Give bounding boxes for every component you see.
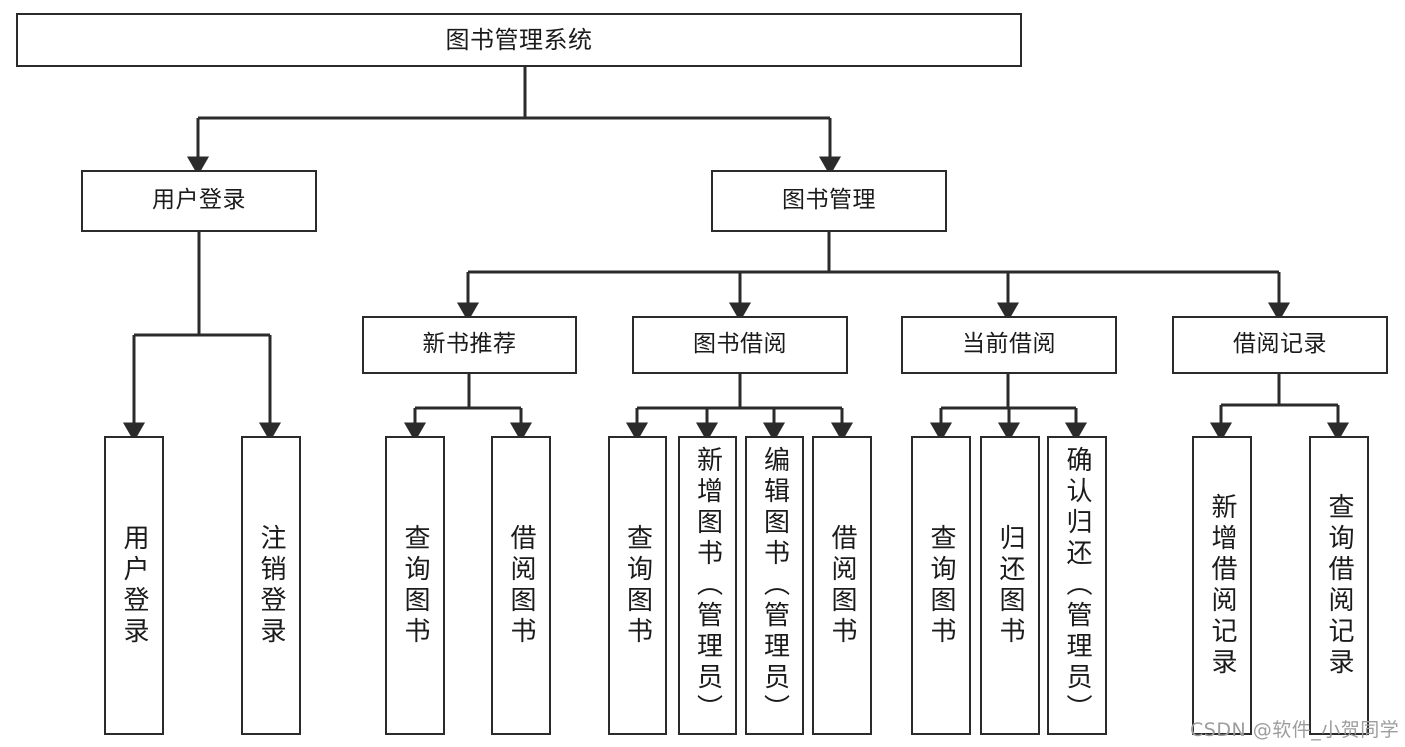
node-new-book-rec-label: 新书推荐 (422, 331, 517, 358)
node-leaf-add-record-label: 新增借阅记录 (1207, 492, 1237, 679)
node-leaf-add-book[interactable]: 新增图书（管理员） (678, 436, 737, 735)
node-leaf-confirm-return-label: 确认归还（管理员） (1062, 446, 1092, 725)
node-leaf-return-book[interactable]: 归还图书 (980, 436, 1040, 735)
node-current-borrow[interactable]: 当前借阅 (901, 316, 1117, 374)
node-book-borrow[interactable]: 图书借阅 (632, 316, 848, 374)
node-leaf-borrow-book-2-label: 借阅图书 (827, 523, 857, 648)
node-leaf-confirm-return[interactable]: 确认归还（管理员） (1047, 436, 1107, 735)
node-leaf-query-book-3[interactable]: 查询图书 (911, 436, 971, 735)
node-leaf-logout-label: 注销登录 (256, 523, 286, 648)
node-borrow-record-label: 借阅记录 (1233, 331, 1327, 358)
node-leaf-borrow-book-1[interactable]: 借阅图书 (491, 436, 551, 735)
node-leaf-logout[interactable]: 注销登录 (241, 436, 301, 735)
csdn-watermark: CSDN @软件_小贺同学 (1190, 719, 1400, 741)
node-leaf-query-record[interactable]: 查询借阅记录 (1309, 436, 1369, 735)
node-book-manage[interactable]: 图书管理 (711, 170, 947, 232)
node-root-label: 图书管理系统 (445, 25, 593, 54)
node-current-borrow-label: 当前借阅 (962, 331, 1056, 358)
node-leaf-borrow-book-1-label: 借阅图书 (506, 523, 536, 648)
node-user-login[interactable]: 用户登录 (81, 170, 317, 232)
node-leaf-edit-book-label: 编辑图书（管理员） (759, 446, 790, 725)
node-root[interactable]: 图书管理系统 (16, 13, 1022, 67)
node-leaf-user-login[interactable]: 用户登录 (104, 436, 164, 735)
node-leaf-return-book-label: 归还图书 (995, 523, 1025, 648)
node-leaf-borrow-book-2[interactable]: 借阅图书 (812, 436, 872, 735)
node-book-manage-label: 图书管理 (782, 187, 876, 214)
node-leaf-query-book-1-label: 查询图书 (400, 523, 430, 648)
node-leaf-add-book-label: 新增图书（管理员） (692, 446, 723, 725)
node-leaf-query-record-label: 查询借阅记录 (1324, 492, 1354, 679)
node-book-borrow-label: 图书借阅 (693, 331, 787, 358)
node-leaf-edit-book[interactable]: 编辑图书（管理员） (745, 436, 804, 735)
node-leaf-query-book-3-label: 查询图书 (926, 523, 956, 648)
node-borrow-record[interactable]: 借阅记录 (1172, 316, 1388, 374)
node-leaf-query-book-2[interactable]: 查询图书 (608, 436, 667, 735)
node-leaf-user-login-label: 用户登录 (119, 523, 149, 648)
node-new-book-rec[interactable]: 新书推荐 (362, 316, 577, 374)
node-leaf-query-book-2-label: 查询图书 (622, 523, 653, 648)
node-leaf-query-book-1[interactable]: 查询图书 (385, 436, 445, 735)
node-user-login-label: 用户登录 (152, 187, 246, 214)
node-leaf-add-record[interactable]: 新增借阅记录 (1192, 436, 1252, 735)
